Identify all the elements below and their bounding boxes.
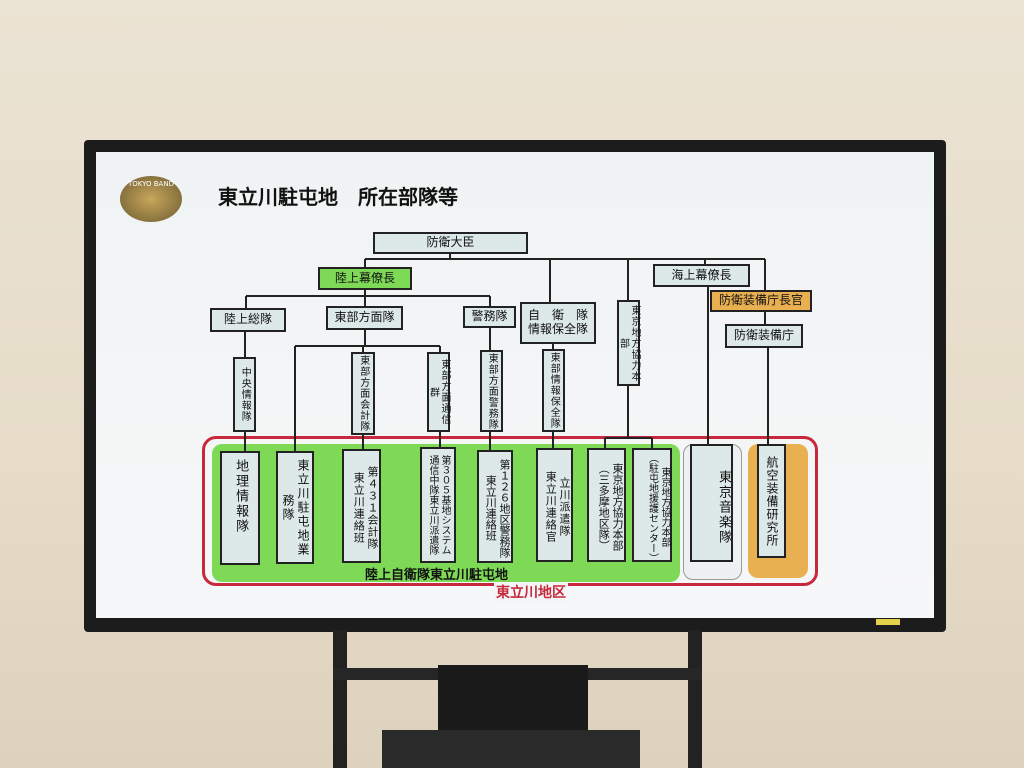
node-tachikawa-detachment: 立川派遣隊 東立川連絡官 — [536, 448, 573, 562]
node-minister: 防衛大臣 — [373, 232, 528, 254]
stand-post-left — [333, 630, 347, 768]
node-sdf-intel-security: 自 衛 隊 情報保全隊 — [520, 302, 596, 344]
tv-label-sticker — [876, 619, 900, 625]
node-pco-santama: 東京地方協力本部 （三多摩地区隊） — [587, 448, 626, 562]
node-camp-service: 東立川駐屯地業務隊 — [276, 451, 314, 564]
tokyo-band-logo: TOKYO BAND — [120, 176, 182, 222]
node-finance-431: 第４３１会計隊 東立川連絡班 — [342, 449, 381, 563]
node-msdf-chief: 海上幕僚長 — [653, 264, 750, 287]
node-atla-commissioner: 防衛装備庁長官 — [710, 290, 812, 312]
node-mp: 警務隊 — [463, 306, 516, 328]
stand-shelf-device — [438, 665, 588, 730]
page-title: 東立川駐屯地 所在部隊等 — [218, 185, 458, 209]
node-geo-intel: 地理情報隊 — [220, 451, 260, 565]
node-atla: 防衛装備庁 — [725, 324, 803, 348]
node-tokyo-band: 東京音楽隊 — [690, 444, 733, 562]
camp-label: 陸上自衛隊東立川駐屯地 — [365, 568, 509, 583]
node-ea-finance: 東部方面会計隊 — [351, 352, 375, 435]
node-gsdf-chief: 陸上幕僚長 — [318, 267, 412, 290]
av-device — [382, 730, 640, 768]
stand-post-right — [688, 630, 702, 768]
node-mp-126: 第１２６地区警務隊 東立川連絡班 — [477, 450, 513, 563]
node-central-intel: 中央情報隊 — [233, 357, 256, 432]
node-aero-research: 航空装備研究所 — [757, 444, 786, 558]
node-ea-mp: 東部方面警務隊 — [480, 350, 503, 432]
node-eastern-army: 東部方面隊 — [326, 306, 403, 330]
node-east-intel-security: 東部情報保全隊 — [542, 349, 565, 432]
node-tokyo-pco: 東京地方協力本部 — [617, 300, 640, 386]
node-gcc: 陸上総隊 — [210, 308, 286, 332]
logo-text: TOKYO BAND — [128, 180, 174, 188]
node-ea-signal: 東部方面通信群 — [427, 352, 450, 432]
node-signal-305: 第３０５基地システム 通信中隊東立川派遣隊 — [420, 447, 456, 563]
node-pco-support: 東京地方協力本部 （駐屯地援護センター） — [632, 448, 672, 563]
district-label: 東立川地区 — [494, 582, 568, 602]
